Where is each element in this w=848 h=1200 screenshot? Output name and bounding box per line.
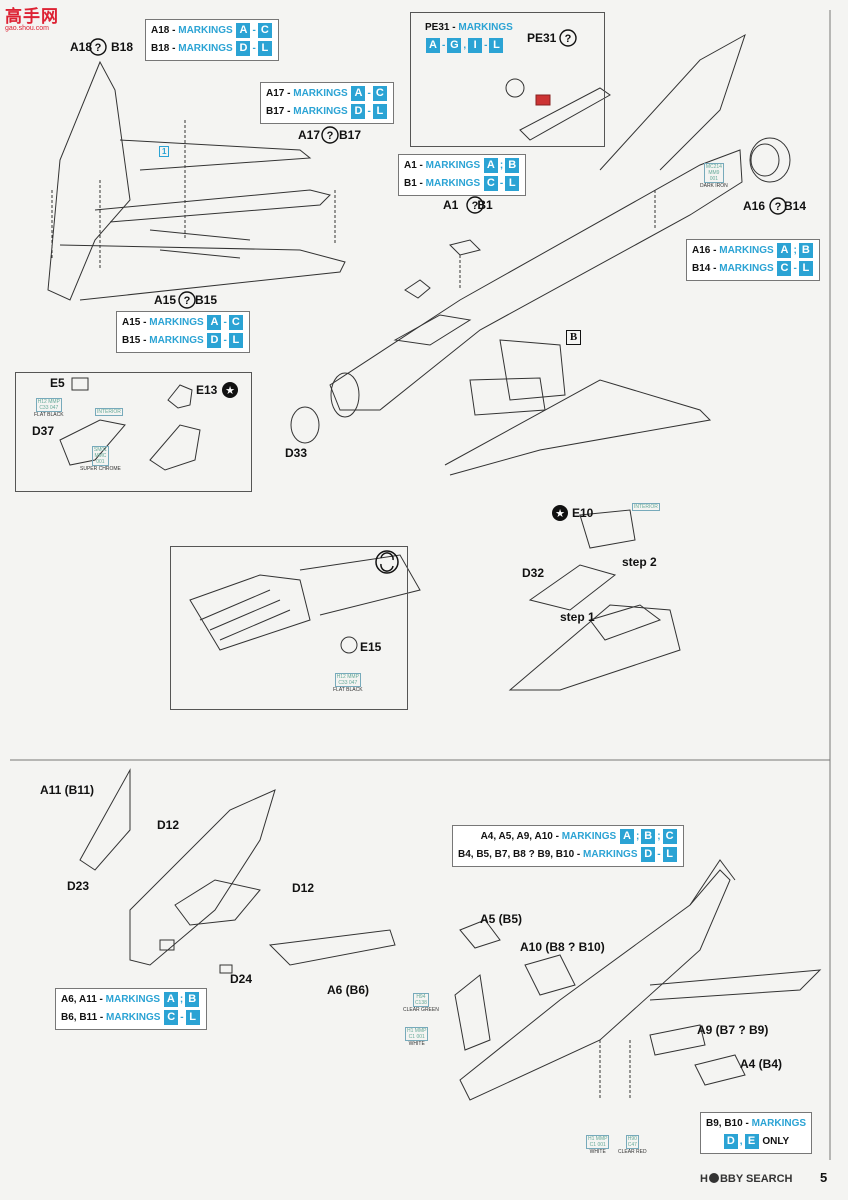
label-d12-top: D12 bbox=[157, 818, 180, 832]
label-a16-b14: A16?B14 bbox=[743, 199, 807, 213]
label-e10: E10 bbox=[572, 506, 594, 520]
paint-callout-interior-1: INTERIOR bbox=[95, 408, 123, 416]
svg-text:?: ? bbox=[775, 201, 782, 213]
cockpit-inset-frame bbox=[170, 546, 408, 710]
label-pe31: PE31 bbox=[527, 31, 557, 45]
markings-row-a16: A16 - MARKINGS A;B bbox=[692, 242, 814, 260]
markings-row-pe31-title: PE31 - MARKINGS bbox=[425, 22, 513, 33]
svg-text:?: ? bbox=[327, 130, 334, 142]
label-d12-right: D12 bbox=[292, 881, 315, 895]
label-a9-b7-b9: A9 (B7 ? B9) bbox=[697, 1023, 769, 1037]
markings-box-b9-b10: B9, B10 - MARKINGS D,E ONLY bbox=[700, 1112, 813, 1154]
svg-text:?: ? bbox=[472, 200, 479, 212]
markings-row-b4-group: B4, B5, B7, B8 ? B9, B10 - MARKINGS D-L bbox=[458, 846, 678, 864]
markings-box-a16-b14: A16 - MARKINGS A;B B14 - MARKINGS C-L bbox=[686, 239, 820, 281]
label-d23: D23 bbox=[67, 879, 90, 893]
markings-box-a4-b4-group: A4, A5, A9, A10 - MARKINGS A;B;C B4, B5,… bbox=[452, 825, 684, 867]
svg-text:?: ? bbox=[95, 42, 102, 54]
markings-row-a1: A1 - MARKINGS A;B bbox=[404, 157, 520, 175]
markings-row-b1: B1 - MARKINGS C-L bbox=[404, 175, 520, 193]
markings-row-b14: B14 - MARKINGS C-L bbox=[692, 260, 814, 278]
label-d37: D37 bbox=[32, 424, 55, 438]
markings-row-a15: A15 - MARKINGS A-C bbox=[122, 314, 244, 332]
markings-row-b15: B15 - MARKINGS D-L bbox=[122, 332, 244, 350]
label-a11-b11: A11 (B11) bbox=[40, 783, 95, 797]
label-a17-b17: A17?B17 bbox=[298, 128, 362, 142]
markings-row-b17: B17 - MARKINGS D-L bbox=[266, 103, 388, 121]
page-number: 5 bbox=[820, 1170, 828, 1185]
markings-row-a17: A17 - MARKINGS A-C bbox=[266, 85, 388, 103]
e5-inset-frame bbox=[15, 372, 252, 492]
star-circle-icon: ★ ★ bbox=[222, 382, 568, 521]
markings-row-a6-a11: A6, A11 - MARKINGS A;B bbox=[61, 991, 201, 1009]
watermark-logo: 高手网 gao.shou.com bbox=[5, 7, 59, 32]
svg-text:?: ? bbox=[565, 33, 572, 45]
paint-callout-interior-2: INTERIOR bbox=[632, 503, 660, 511]
badge-b: B bbox=[566, 330, 581, 345]
label-a1-b1: A1?B1 bbox=[443, 198, 493, 212]
markings-box-a15-b15: A15 - MARKINGS A-C B15 - MARKINGS D-L bbox=[116, 311, 250, 353]
label-e5: E5 bbox=[50, 376, 65, 390]
label-a10-b8-b10: A10 (B8 ? B10) bbox=[520, 940, 605, 954]
markings-row-a18: A18 - MARKINGS A-C bbox=[151, 22, 273, 40]
label-e13: E13 bbox=[196, 383, 218, 397]
markings-box-a1-b1: A1 - MARKINGS A;B B1 - MARKINGS C-L bbox=[398, 154, 527, 196]
markings-box-a17-b17: A17 - MARKINGS A-C B17 - MARKINGS D-L bbox=[260, 82, 394, 124]
markings-box-pe31: PE31 - MARKINGS A-G,I-L bbox=[425, 19, 513, 55]
rotate-arrows-icon bbox=[375, 550, 399, 574]
markings-row-b18: B18 - MARKINGS D-L bbox=[151, 40, 273, 58]
svg-text:★: ★ bbox=[555, 508, 565, 520]
markings-box-a6-a11: A6, A11 - MARKINGS A;B B6, B11 - MARKING… bbox=[55, 988, 207, 1030]
svg-text:★: ★ bbox=[225, 385, 235, 397]
markings-row-pe31-letters: A-G,I-L bbox=[425, 37, 513, 55]
label-d24: D24 bbox=[230, 972, 253, 986]
part-number-1: 1 bbox=[159, 146, 170, 157]
markings-row-b9-b10-letters: D,E ONLY bbox=[706, 1133, 806, 1151]
markings-row-b9-b10-title: B9, B10 - MARKINGS bbox=[706, 1118, 807, 1129]
label-e15: E15 bbox=[360, 640, 382, 654]
label-d32: D32 bbox=[522, 566, 545, 580]
label-a6-b6: A6 (B6) bbox=[327, 983, 370, 997]
question-circle-icon bbox=[89, 29, 787, 309]
markings-row-a4-group: A4, A5, A9, A10 - MARKINGS A;B;C bbox=[458, 828, 678, 846]
label-d33: D33 bbox=[285, 446, 308, 460]
label-a15-b15: A15?B15 bbox=[154, 293, 218, 307]
label-step2: step 2 bbox=[622, 555, 657, 569]
label-a18-b18: A18?B18 bbox=[70, 40, 134, 54]
svg-text:?: ? bbox=[184, 295, 191, 307]
markings-row-b6-b11: B6, B11 - MARKINGS C-L bbox=[61, 1009, 201, 1027]
markings-box-a18-b18: A18 - MARKINGS A-C B18 - MARKINGS D-L bbox=[145, 19, 279, 61]
label-a4-b4: A4 (B4) bbox=[740, 1057, 783, 1071]
label-step1: step 1 bbox=[560, 610, 595, 624]
label-a5-b5: A5 (B5) bbox=[480, 912, 523, 926]
pe31-inset-frame bbox=[410, 12, 605, 147]
